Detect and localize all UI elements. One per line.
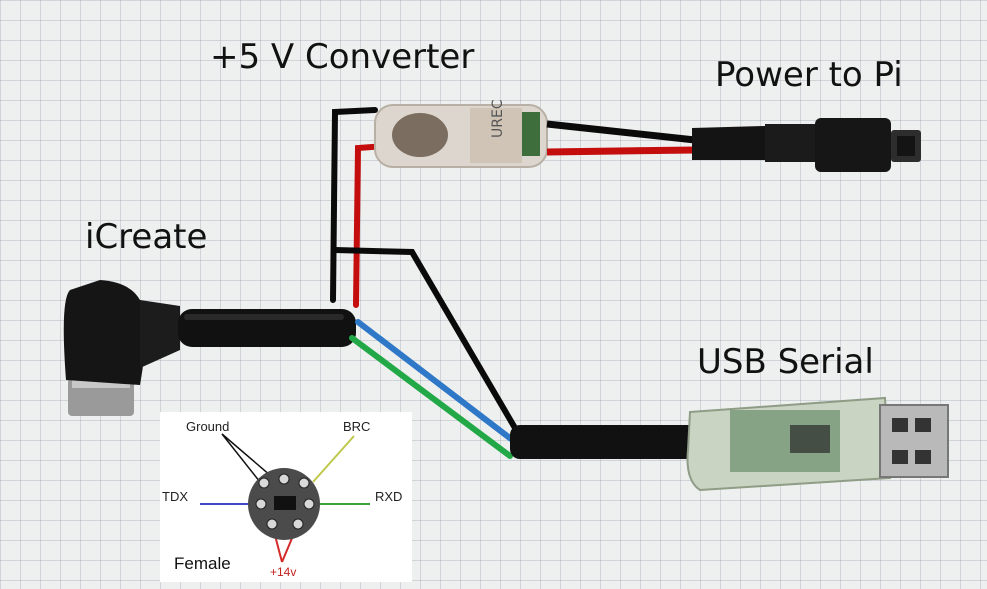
black-wire-to-converter <box>330 107 378 303</box>
converter-label: +5 V Converter <box>210 37 475 77</box>
pin-label-tdx: TDX <box>162 489 188 504</box>
pin-label-ground: Ground <box>186 419 230 434</box>
icreate-connector <box>63 280 356 416</box>
converter-marking: UREC <box>490 99 506 138</box>
pin-label-rxd: RXD <box>375 489 403 504</box>
black-wire-to-usb <box>332 247 518 431</box>
micro-usb-plug <box>692 118 921 172</box>
blue-wire <box>355 319 518 445</box>
pinout-diagram: Ground BRC TDX RXD +14v Female <box>160 412 412 582</box>
power-to-pi-label: Power to Pi <box>715 55 903 95</box>
power-wires <box>546 120 696 156</box>
green-wire <box>349 335 513 459</box>
usb-serial-label: USB Serial <box>697 342 874 382</box>
usb-serial-adapter <box>510 396 949 492</box>
converter-module: UREC <box>374 99 548 168</box>
pinout-graphic <box>200 433 370 563</box>
icreate-label: iCreate <box>85 217 208 257</box>
pin-label-brc: BRC <box>343 419 371 434</box>
wires <box>330 107 518 459</box>
red-wire-to-converter <box>353 143 388 308</box>
pin-label-female: Female <box>174 554 231 573</box>
pin-label-14v: +14v <box>270 565 297 579</box>
